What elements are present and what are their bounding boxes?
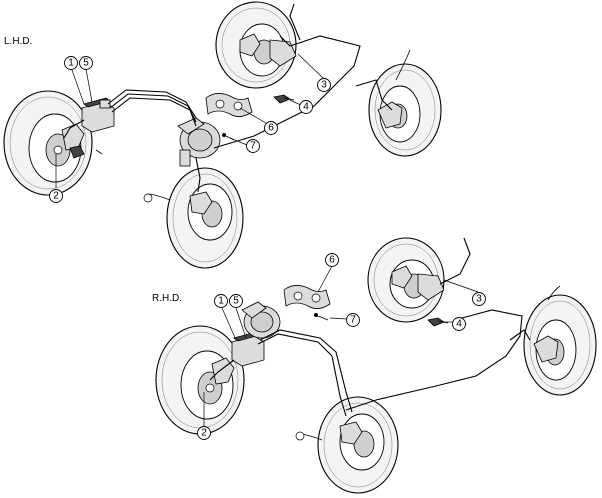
rhd-part-7-bolt [314, 313, 329, 321]
rhd-label: R.H.D. [152, 293, 182, 304]
rhd-callout-3: 3 [472, 292, 486, 306]
lhd-callout-1: 1 [64, 56, 78, 70]
lhd-callout-3: 3 [317, 78, 331, 92]
rhd-master-cylinder [241, 301, 281, 339]
svg-text:7: 7 [350, 315, 356, 326]
rhd-callout-5: 5 [229, 294, 243, 308]
lhd-callout-6: 6 [264, 121, 278, 135]
svg-text:4: 4 [456, 319, 462, 330]
rhd-front-left-wheel [155, 325, 245, 435]
lhd-master-cylinder [177, 117, 221, 167]
svg-text:1: 1 [68, 58, 74, 69]
svg-text:2: 2 [201, 428, 207, 439]
lhd-hydraulic-unit [81, 97, 115, 133]
lhd-callout-7: 7 [246, 139, 260, 153]
svg-text:2: 2 [53, 191, 59, 202]
lhd-label: L.H.D. [4, 36, 32, 47]
lhd-callout-4: 4 [299, 100, 313, 114]
rhd-callout-7: 7 [346, 313, 360, 327]
rhd-callout-2: 2 [197, 426, 211, 440]
rhd-callout-4: 4 [452, 317, 466, 331]
lhd-rear-left-wheel [215, 1, 297, 89]
lhd-front-right-wheel [166, 167, 244, 269]
svg-text:3: 3 [476, 294, 482, 305]
rhd-brake-pipes [209, 237, 561, 441]
lhd-callout-5: 5 [79, 56, 93, 70]
svg-text:1: 1 [218, 296, 224, 307]
svg-text:6: 6 [329, 255, 335, 266]
svg-text:5: 5 [83, 58, 89, 69]
svg-text:5: 5 [233, 296, 239, 307]
rhd-callout-1: 1 [214, 294, 228, 308]
lhd-front-left-wheel [3, 90, 93, 196]
rhd-rear-right-wheel [523, 294, 597, 396]
rhd-rear-left-wheel [367, 237, 445, 323]
rhd-part-6-bracket [283, 285, 331, 309]
svg-text:4: 4 [303, 102, 309, 113]
lhd-part-6-bracket [205, 93, 253, 117]
lhd-brake-pipes [63, 3, 411, 203]
svg-text:3: 3 [321, 80, 327, 91]
rhd-diagram: R.H.D. [152, 237, 597, 494]
svg-text:7: 7 [250, 141, 256, 152]
svg-text:6: 6 [268, 123, 274, 134]
rhd-front-right-wheel [317, 396, 399, 494]
lhd-rear-right-wheel [368, 63, 442, 157]
lhd-diagram: L.H.D. [3, 1, 442, 269]
rhd-hydraulic-unit [231, 331, 265, 367]
rhd-callout-6: 6 [325, 253, 339, 267]
lhd-callout-2: 2 [49, 189, 63, 203]
lhd-part-4-sensor [273, 94, 295, 104]
